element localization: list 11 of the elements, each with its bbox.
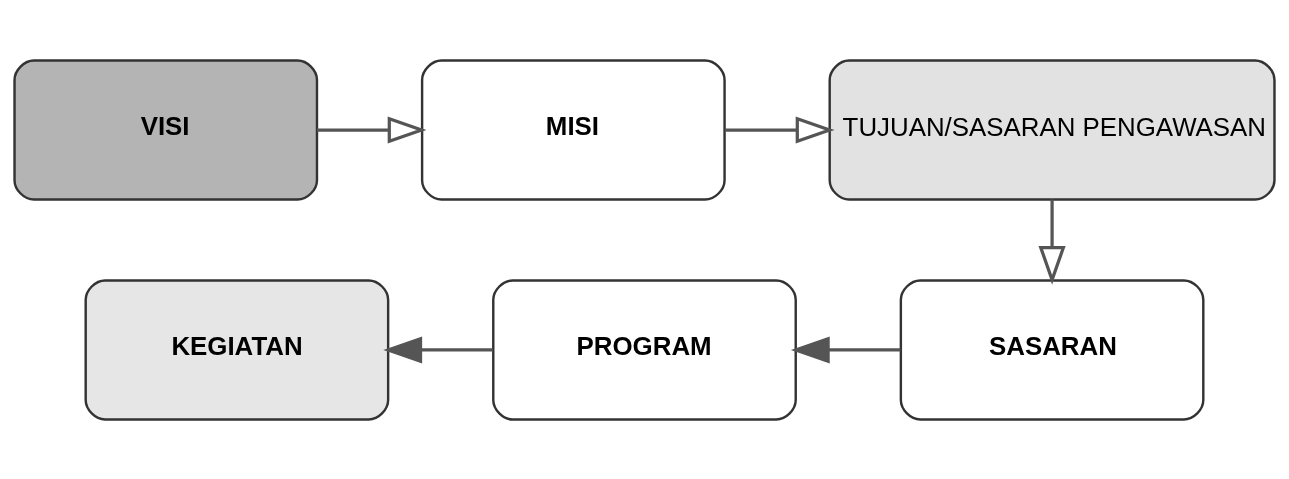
arrow [724, 115, 835, 144]
node-box: MISI [420, 58, 726, 201]
arrow [1038, 199, 1066, 285]
arrow [317, 115, 427, 144]
arrow [383, 335, 493, 364]
node-box: SASARAN [899, 278, 1205, 421]
node-box: TUJUAN/SASARAN PENGAWASAN [828, 58, 1276, 201]
node-box: VISI [13, 58, 319, 201]
arrow [790, 335, 901, 364]
node-box: PROGRAM [492, 278, 797, 421]
node-box: KEGIATAN [84, 278, 390, 421]
